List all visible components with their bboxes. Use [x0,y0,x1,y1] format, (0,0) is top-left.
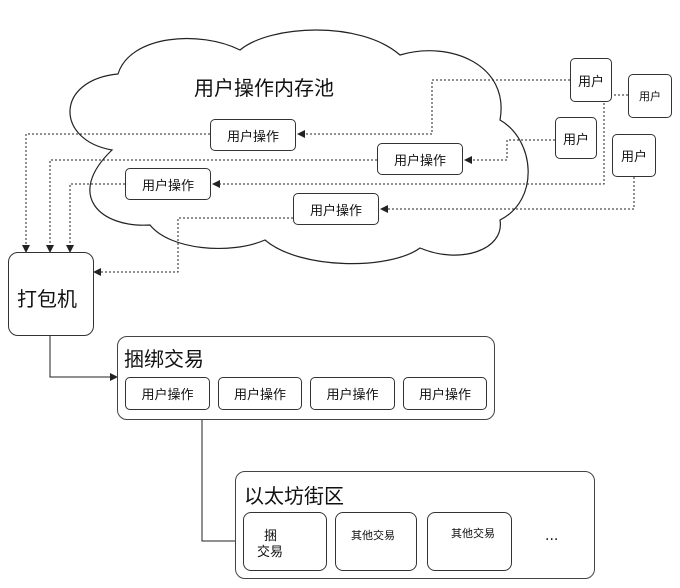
bundle-user-operation: 用户操作 [310,377,395,410]
flow-user-to-op-4 [380,177,635,213]
ethereum-block-title: 以太坊街区 [244,484,344,508]
flow-op-3-to-packer [66,183,125,253]
flow-user-to-op-2 [464,139,555,164]
bundle-user-operation: 用户操作 [218,377,302,410]
flow-packer-to-bundle [49,336,118,381]
user-node: 用户 [570,58,612,102]
other-tx-label: 其他交易 [451,527,495,540]
flow-bundle-to-block [201,420,244,545]
user-node: 用户 [612,134,656,177]
bundle-user-operation: 用户操作 [125,377,210,410]
flow-user-to-op-3 [212,94,628,188]
user-node: 用户 [555,117,597,159]
block-bundle-transaction: 捆 交易 [243,512,327,571]
bundle-user-operation: 用户操作 [403,377,487,410]
block-other-transaction: 其他交易 [335,512,417,571]
memory-pool-title: 用户操作内存池 [194,76,334,100]
memory-pool-cloud [69,29,529,265]
other-tx-label: 其他交易 [351,529,395,542]
flow-op-4-to-packer [93,217,293,276]
flow-user-to-op-1 [297,79,570,138]
block-other-transaction: 其他交易 [427,512,512,571]
pool-user-operation: 用户操作 [210,119,296,151]
pool-user-operation: 用户操作 [293,193,379,225]
block-bundle-tx-line-1: 捆 [264,529,278,544]
flow-op-1-to-packer [22,133,210,253]
flow-op-2-to-packer [46,159,377,253]
packer-node: 打包机 [8,252,94,336]
block-bundle-tx-line-2: 交易 [257,545,284,560]
more-transactions-ellipsis: ... [545,528,559,544]
pool-user-operation: 用户操作 [377,143,463,175]
user-node: 用户 [628,74,672,118]
pool-user-operation: 用户操作 [125,168,211,200]
bundle-title: 捆绑交易 [124,347,204,371]
packer-label: 打包机 [17,287,77,311]
